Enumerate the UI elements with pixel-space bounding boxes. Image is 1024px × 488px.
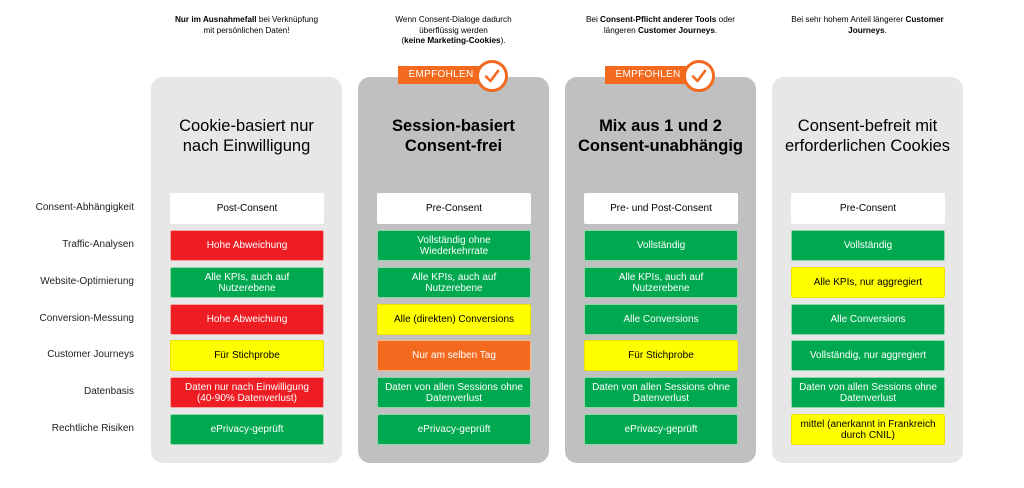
note-text: Nur im Ausnahmefall [174,15,257,24]
note-text: oder [716,15,736,24]
note-text: anderer Tools [662,15,717,24]
note-text: keine Marketing-Cookies [404,36,501,45]
title-line: nach Einwilligung [182,137,311,155]
cell-2-6: Daten von allen Sessions ohne Datenverlu… [377,377,531,408]
note-text: mit persönlichen Daten! [203,25,290,35]
column-title-1: Cookie-basiert nur nach Einwilligung [151,116,342,156]
recommended-badge: EMPFOHLEN [605,60,717,92]
note-text: überflüssig werden [419,25,488,35]
cell-2-2: Vollständig ohne Wiederkehrrate [377,230,531,261]
checkmark-icon [476,60,508,92]
title-line: Session-basiert [392,117,515,135]
note-text: Bei sehr hohem Anteil längerer [791,15,906,24]
cell-3-4: Alle Conversions [584,304,738,335]
cell-2-7: ePrivacy-geprüft [377,414,531,445]
row-label-2: Traffic-Analysen [62,239,134,250]
note-text: Customer Journeys [637,25,715,35]
note-text: . [884,25,887,35]
column-title-3: Mix aus 1 und 2 Consent-unabhängig [565,116,756,156]
cell-1-3: Alle KPIs, auch auf Nutzerebene [170,267,324,298]
column-note-3: Bei Consent-Pflicht anderer Tools oder lä… [566,15,756,36]
cell-3-2: Vollständig [584,230,738,261]
cell-4-1: Pre-Consent [791,193,945,224]
note-text: Bei [585,15,601,24]
column-title-4: Consent-befreit mit erforderlichen Cookie… [772,116,963,156]
note-text: Journeys [848,25,885,35]
row-label-5: Customer Journeys [47,349,134,360]
row-label-1: Consent-Abhängigkeit [35,202,134,213]
cell-1-4: Hohe Abweichung [170,304,324,335]
cell-2-3: Alle KPIs, auch auf Nutzerebene [377,267,531,298]
note-text: . [714,25,718,35]
cell-1-6: Daten nur nach Einwilligung (40-90% Date… [170,377,324,408]
cell-4-2: Vollständig [791,230,945,261]
row-label-3: Website-Optimierung [40,276,134,287]
cell-4-4: Alle Conversions [791,304,945,335]
title-line: Consent-befreit mit [797,117,938,135]
note-text: längeren [603,25,638,35]
note-text: bei Verknüpfung [256,15,319,24]
cell-3-6: Daten von allen Sessions ohne Datenverlu… [584,377,738,408]
cell-3-7: ePrivacy-geprüft [584,414,738,445]
cell-2-4: Alle (direkten) Conversions [377,304,531,335]
recommended-label: EMPFOHLEN [605,66,691,84]
row-label-4: Conversion-Messung [39,313,135,324]
title-line: Cookie-basiert nur [179,117,314,135]
recommended-label: EMPFOHLEN [398,66,484,84]
cell-4-7: mittel (anerkannt in Frankreich durch CN… [791,414,945,445]
note-text: ). [500,36,506,45]
note-text: Customer [905,15,944,24]
cell-1-2: Hohe Abweichung [170,230,324,261]
cell-1-7: ePrivacy-geprüft [170,414,324,445]
cell-4-3: Alle KPIs, nur aggregiert [791,267,945,298]
cell-1-1: Post-Consent [170,193,324,224]
cell-2-1: Pre-Consent [377,193,531,224]
note-text: Consent-Pflicht [600,15,661,24]
cell-4-6: Daten von allen Sessions ohne Datenverlu… [791,377,945,408]
title-line: Consent-frei [404,137,503,155]
title-line: Consent-unabhängig [578,137,743,155]
title-line: Mix aus 1 und 2 [599,117,722,135]
title-line: erforderlichen Cookies [784,137,951,155]
cell-3-5: Für Stichprobe [584,340,738,371]
note-text: ( [401,36,405,45]
cell-4-5: Vollständig, nur aggregiert [791,340,945,371]
row-label-7: Rechtliche Risiken [51,423,134,434]
note-text: Wenn Consent-Dialoge dadurch [395,15,512,24]
cell-2-5: Nur am selben Tag [377,340,531,371]
cell-1-5: Für Stichprobe [170,340,324,371]
recommended-badge: EMPFOHLEN [398,60,510,92]
row-label-6: Datenbasis [83,386,134,397]
cell-3-1: Pre- und Post-Consent [584,193,738,224]
checkmark-icon [683,60,715,92]
cell-3-3: Alle KPIs, auch auf Nutzerebene [584,267,738,298]
